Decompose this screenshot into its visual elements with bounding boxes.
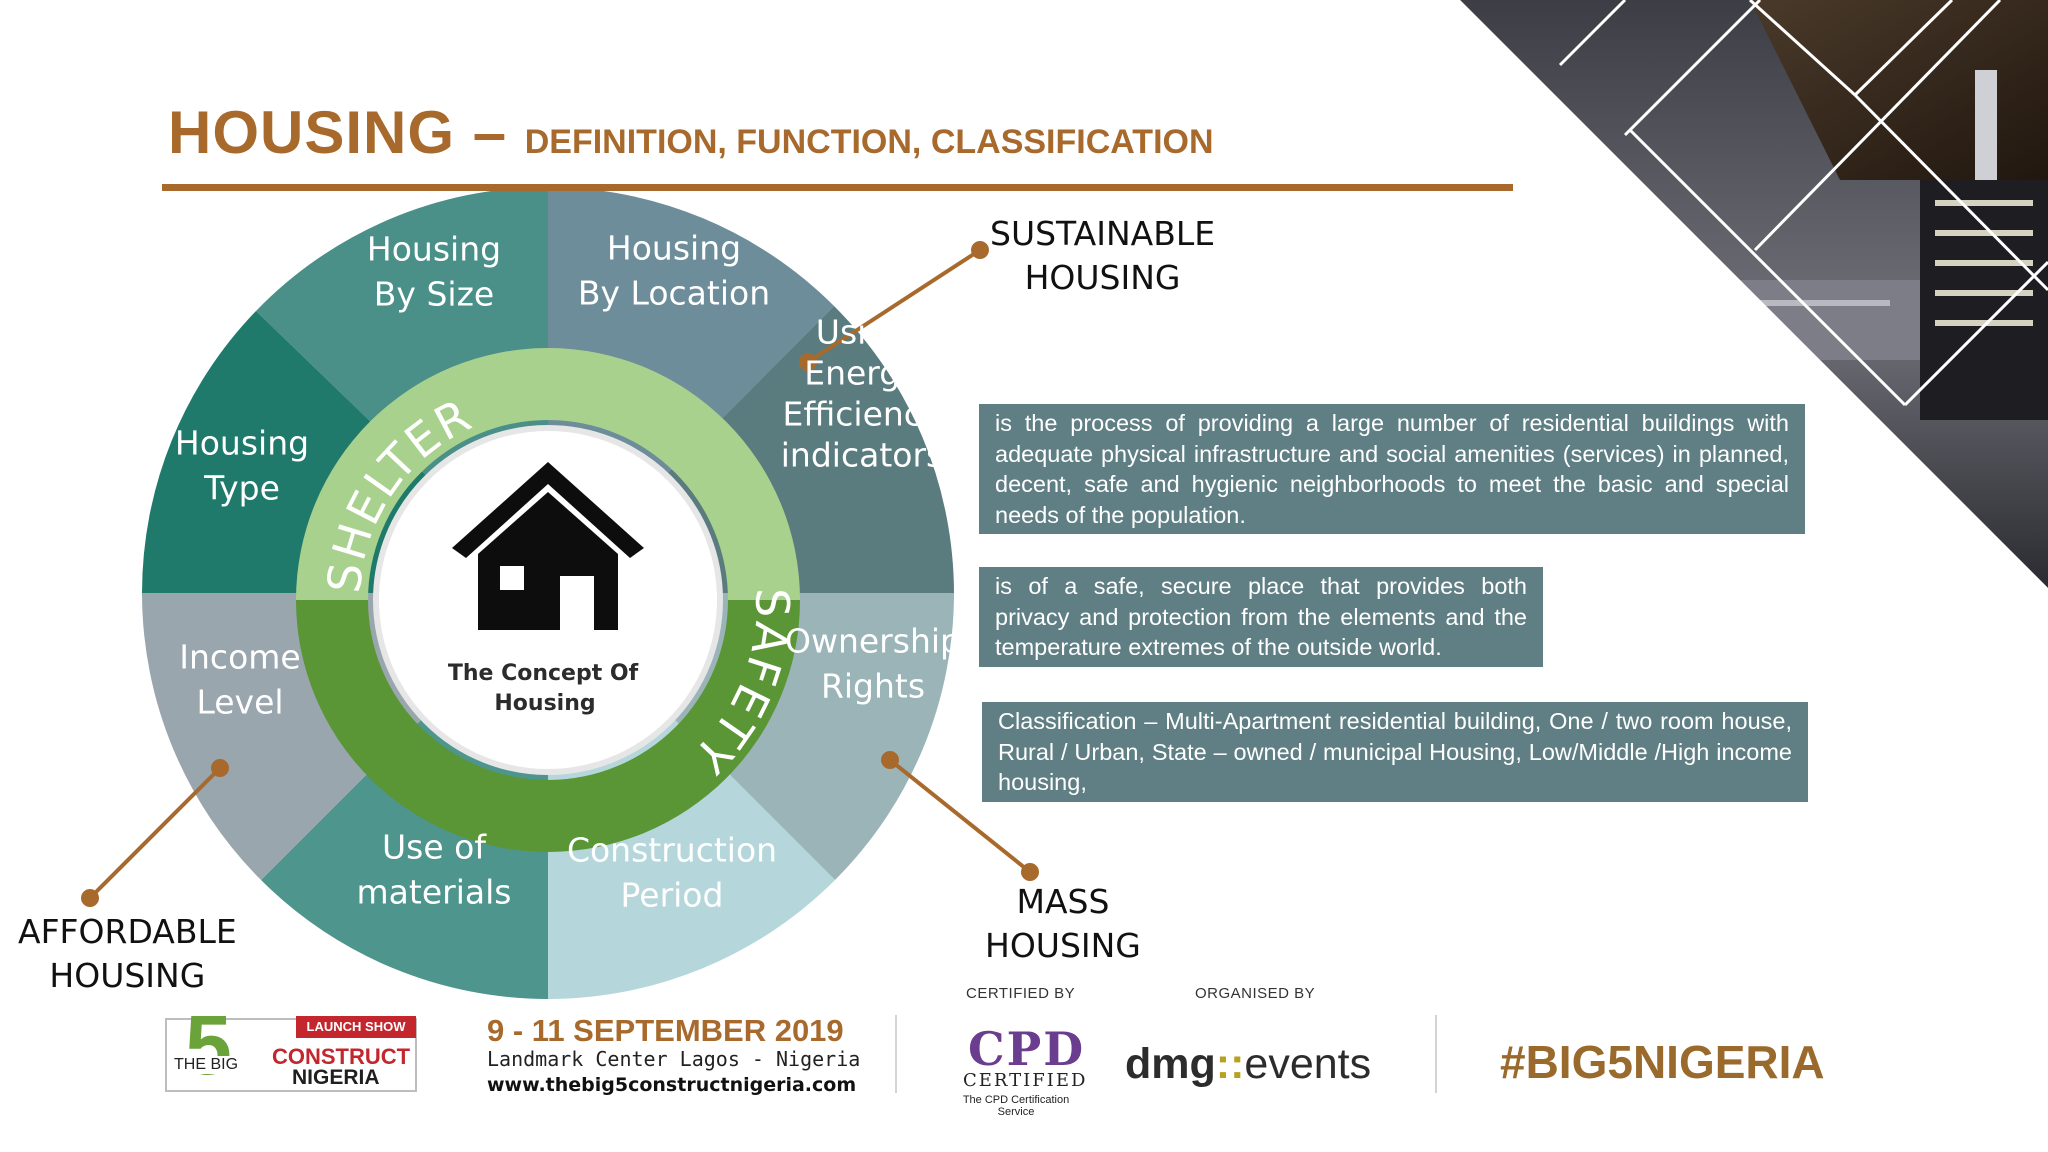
callout-affordable-housing: AFFORDABLE HOUSING <box>18 912 237 995</box>
house-icon <box>452 462 644 630</box>
shelter-arc <box>296 348 800 600</box>
title-underline <box>162 184 1513 191</box>
dmg-rest: events <box>1244 1040 1372 1088</box>
footer-divider-2 <box>1435 1015 1437 1093</box>
dmg-dots: :: <box>1215 1040 1245 1088</box>
logo-five: 5 <box>185 998 232 1092</box>
cpd-service-label: The CPD Certification Service <box>962 1094 1070 1118</box>
event-date: 9 - 11 SEPTEMBER 2019 <box>487 1013 844 1048</box>
info-box-shelter: is of a safe, secure place that provides… <box>979 567 1543 667</box>
info-box-classification: Classification – Multi-Apartment residen… <box>982 702 1808 802</box>
certified-by-label: CERTIFIED BY <box>966 985 1076 1002</box>
footer-divider <box>895 1015 897 1093</box>
event-venue: Landmark Center Lagos - Nigeria <box>487 1047 861 1071</box>
dmg-bold: dmg <box>1125 1040 1216 1088</box>
callout-mass-housing: MASS HOUSING <box>985 882 1141 965</box>
cpd-logo: CPD <box>968 1022 1086 1076</box>
page-title: HOUSING – DEFINITION, FUNCTION, CLASSIFI… <box>168 98 1214 167</box>
organised-by-label: ORGANISED BY <box>1195 985 1316 1002</box>
event-website[interactable]: www.thebig5constructnigeria.com <box>487 1074 857 1096</box>
dmg-events-logo: dmg::events <box>1125 1040 1371 1089</box>
launch-show-badge: LAUNCH SHOW <box>296 1016 416 1038</box>
cpd-certified-label: CERTIFIED <box>963 1070 1088 1091</box>
title-sub: DEFINITION, FUNCTION, CLASSIFICATION <box>524 123 1214 161</box>
logo-construct: CONSTRUCT <box>272 1044 411 1069</box>
logo-nigeria: NIGERIA <box>292 1066 380 1089</box>
logo-the-big: THE BIG <box>172 1056 241 1074</box>
center-label-line2: Housing <box>494 691 595 716</box>
center-label-line1: The Concept Of <box>448 661 639 686</box>
callout-connectors <box>81 241 1039 907</box>
callout-sustainable-housing: SUSTAINABLE HOUSING <box>990 214 1216 297</box>
title-main: HOUSING – <box>168 99 525 166</box>
safety-arc <box>296 600 800 852</box>
info-box-sustainable: is the process of providing a large numb… <box>979 404 1805 534</box>
hashtag: #BIG5NIGERIA <box>1500 1036 1825 1088</box>
